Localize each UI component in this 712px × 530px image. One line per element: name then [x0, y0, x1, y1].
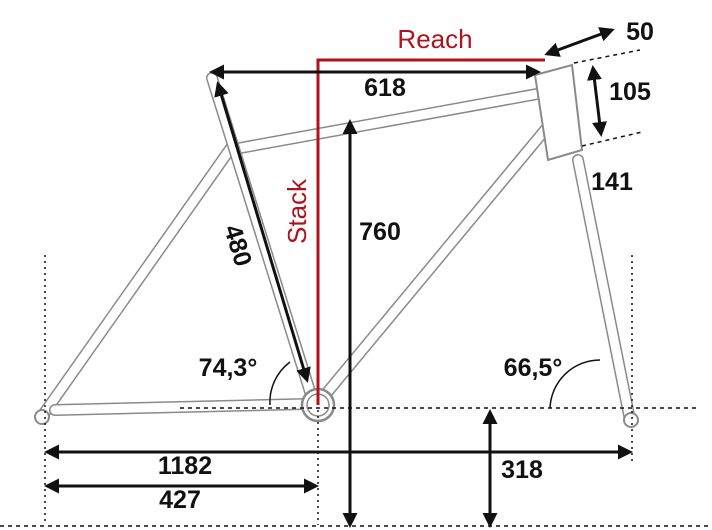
- bb-height-label: 318: [501, 456, 543, 484]
- head-tube-offset-label: 50: [626, 18, 654, 46]
- wheelbase-label: 1182: [158, 452, 212, 480]
- chainstay-label: 427: [159, 486, 201, 514]
- head-angle-label: 66,5°: [504, 354, 563, 382]
- stack-label: Stack: [282, 178, 312, 244]
- reach-label: Reach: [397, 24, 472, 54]
- fork-length-label: 141: [591, 168, 633, 196]
- top-tube-label: 618: [364, 74, 406, 102]
- bike-frame: [34, 63, 639, 428]
- seat-tube-label: 480: [218, 222, 257, 270]
- stack-height-label: 760: [359, 218, 401, 246]
- reach-stack-lines: [316, 58, 545, 405]
- head-tube-length-label: 105: [609, 78, 651, 106]
- seat-angle-label: 74,3°: [199, 354, 258, 382]
- dimension-arrows: [44, 27, 633, 528]
